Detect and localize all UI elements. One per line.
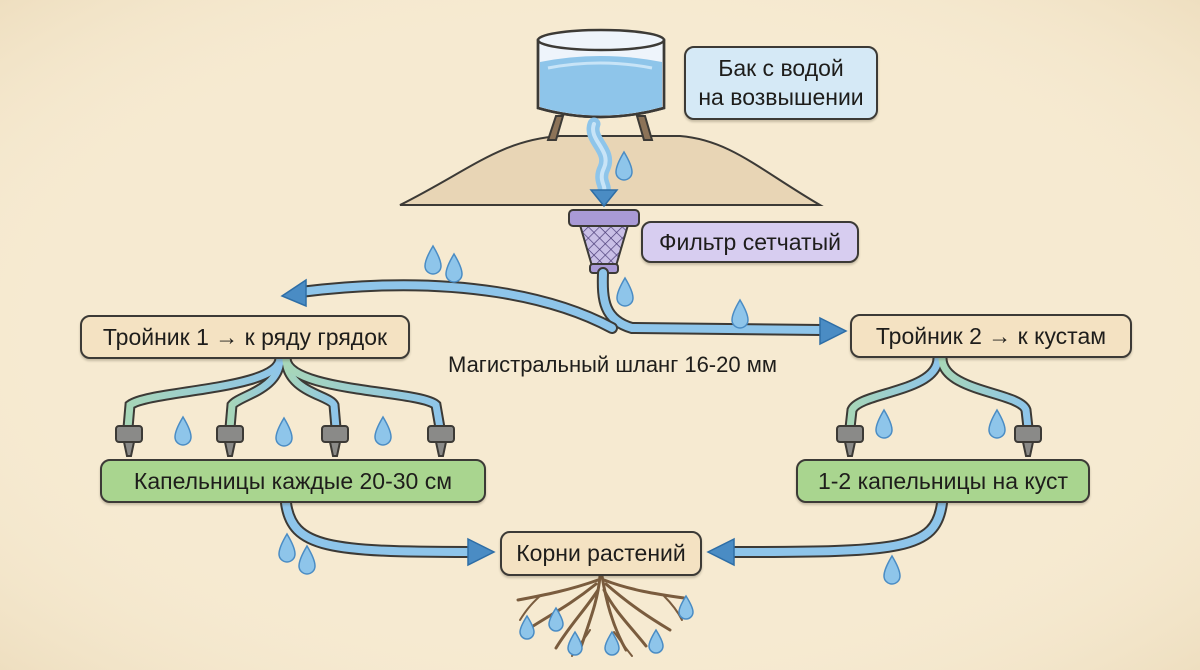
dripper-emitter [836, 425, 864, 457]
water-drop [615, 150, 633, 181]
arrow-to-roots-left [467, 537, 496, 567]
tee1-branches [122, 352, 446, 434]
dripper-emitter [115, 425, 143, 457]
water-drop [616, 276, 634, 307]
water-drop [278, 532, 296, 563]
tank-label: Бак с водой на возвышении [684, 46, 878, 120]
water-drop [519, 614, 535, 640]
tank-label-line2: на возвышении [698, 84, 864, 110]
tee1-label: Тройник 1 → к ряду грядок [80, 315, 410, 359]
water-drop [604, 630, 620, 656]
tee2-branches [844, 352, 1034, 434]
water-drop [374, 415, 392, 446]
arrow-to-tee2 [819, 316, 848, 346]
water-stream [586, 117, 619, 208]
water-drops [174, 150, 1006, 656]
water-drop [567, 630, 583, 656]
main-hose-caption: Магистральный шланг 16-20 мм [448, 352, 777, 377]
tee2-label: Тройник 2 → к кустам [850, 314, 1132, 358]
water-drop [731, 298, 749, 329]
water-drop [424, 244, 442, 275]
water-drop [445, 252, 463, 283]
tank-label-line1: Бак с водой [718, 55, 844, 82]
water-drop [548, 606, 564, 632]
dripper-emitter [216, 425, 244, 457]
roots-label: Корни растений [500, 531, 702, 576]
dripper-emitter [427, 425, 455, 457]
plant-roots [516, 574, 686, 657]
dripper-emitters [115, 425, 1042, 457]
drippers-bush-label: 1-2 капельницы на куст [796, 459, 1090, 503]
arrow-to-roots-right [706, 537, 735, 567]
dripper-emitter [1014, 425, 1042, 457]
main-hose [294, 267, 828, 336]
drippers-row-label: Капельницы каждые 20-30 см [100, 459, 486, 503]
water-drop [678, 594, 694, 620]
water-drop [883, 554, 901, 585]
water-drop [648, 628, 664, 654]
arrow-to-tee1 [280, 278, 307, 308]
water-tank [536, 28, 666, 119]
dripper-emitter [321, 425, 349, 457]
water-drop [275, 416, 293, 447]
water-drop [875, 408, 893, 439]
flow-to-roots [280, 497, 948, 558]
water-drop [174, 415, 192, 446]
water-drop [298, 544, 316, 575]
water-drop [988, 408, 1006, 439]
filter-label: Фильтр сетчатый [641, 221, 859, 263]
tank-stand [546, 115, 654, 141]
